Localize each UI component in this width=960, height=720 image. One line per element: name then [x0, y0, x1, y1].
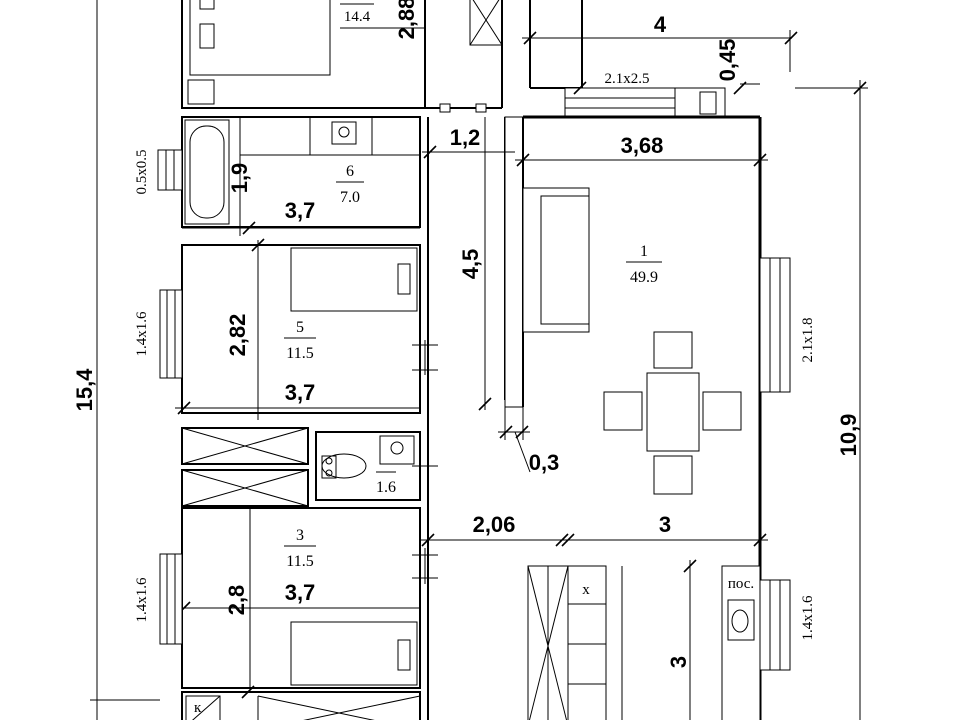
dim-room5-width: 3,7 [285, 380, 316, 405]
top-room-area: 14.4 [344, 9, 371, 25]
bathroom-room-6 [157, 116, 421, 236]
corridor [422, 116, 531, 720]
kitchen [527, 559, 791, 720]
room3-window-size: 1.4x1.6 [134, 577, 150, 623]
dim-bath-depth: 1,9 [227, 163, 252, 194]
top-window-size: 2.1x2.5 [605, 71, 650, 87]
bedroom-room-5 [159, 238, 438, 420]
room-1-number: 1 [640, 243, 648, 260]
toilet-room [315, 431, 438, 501]
hall-kitchen-dimension [420, 533, 768, 547]
toilet-area: 1.6 [376, 479, 396, 496]
top-bedroom [181, 0, 503, 113]
bath-window-size: 0.5x0.5 [134, 150, 150, 195]
dim-corridor-width: 1,2 [450, 125, 481, 150]
dim-bath-width: 3,7 [285, 198, 316, 223]
dim-room3-width: 3,7 [285, 580, 316, 605]
dim-living-width: 3,68 [621, 133, 664, 158]
bottom-strip [181, 685, 421, 720]
kitchen-window-size: 1.4x1.6 [800, 595, 816, 641]
room-6-area: 7.0 [340, 189, 360, 206]
room-1-area: 49.9 [630, 269, 658, 286]
room-5-area: 11.5 [286, 345, 313, 362]
kitchen-mark: x [582, 582, 590, 598]
room-3-number: 3 [296, 527, 304, 544]
dim-room5-depth: 2,82 [225, 314, 250, 357]
dim-top-offset: 0,45 [715, 39, 740, 82]
living-room-1 [515, 115, 791, 720]
room-6-number: 6 [346, 163, 354, 180]
dim-top-room-height: 2,88 [394, 0, 419, 39]
overall-dimension-right [795, 80, 868, 720]
dim-kitchen-depth: 3 [666, 656, 691, 668]
dim-room3-depth: 2,8 [224, 585, 249, 616]
closets [181, 427, 309, 507]
corner-mark: к [194, 700, 202, 716]
dim-partition: 0,3 [529, 450, 560, 475]
dim-hall-width: 2,06 [473, 512, 516, 537]
dim-kitchen-width: 3 [659, 512, 671, 537]
room-5-number: 5 [296, 319, 304, 336]
room-3-area: 11.5 [286, 553, 313, 570]
room5-window-size: 1.4x1.6 [134, 311, 150, 357]
dim-total-height: 15,4 [72, 368, 97, 412]
stove-mark: пос. [728, 576, 754, 592]
dim-right-height: 10,9 [836, 414, 861, 457]
living-window-size: 2.1x1.8 [800, 318, 816, 363]
dim-corridor-length: 4,5 [458, 249, 483, 280]
bedroom-room-3 [159, 505, 438, 690]
overall-dimension-left [90, 0, 160, 720]
dim-top-width: 4 [654, 12, 667, 37]
top-right-block [522, 0, 798, 89]
top-window [564, 81, 747, 119]
